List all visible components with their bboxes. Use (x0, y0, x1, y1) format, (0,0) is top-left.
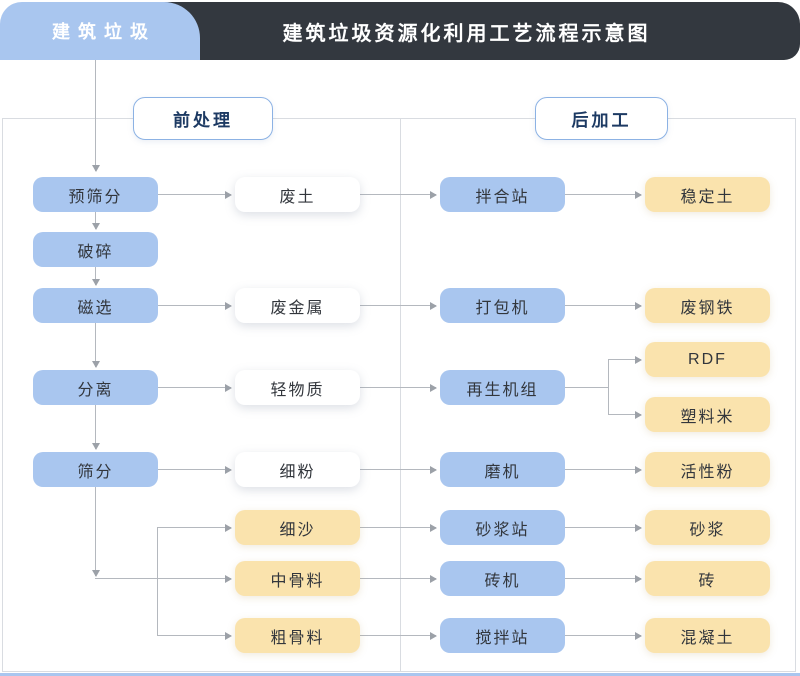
flow-connector-line (95, 578, 231, 579)
flow-connector-line (608, 414, 641, 415)
flow-node-mixing-plant: 拌合站 (440, 177, 565, 212)
arrowhead-right-icon (430, 465, 437, 474)
section-label-preprocessing: 前处理 (133, 97, 273, 140)
flow-connector-line (565, 527, 641, 528)
flow-connector-line (360, 469, 436, 470)
flow-connector-line (360, 387, 436, 388)
source-tab-construction-waste: 建筑垃圾 (0, 2, 200, 60)
flow-node-baler: 打包机 (440, 288, 565, 323)
arrowhead-down-icon (91, 570, 100, 577)
section-divider-line (400, 118, 401, 672)
flow-connector-line (95, 323, 96, 367)
flow-node-scrap-steel: 废钢铁 (645, 288, 770, 323)
flow-node-crushing: 破碎 (33, 232, 158, 267)
page-title: 建筑垃圾资源化利用工艺流程示意图 (282, 22, 651, 45)
flow-node-screening: 筛分 (33, 452, 158, 487)
bottom-accent-strip (0, 673, 800, 676)
arrowhead-right-icon (225, 301, 232, 310)
flow-node-brick-machine: 砖机 (440, 561, 565, 596)
flow-node-magnetic-separation: 磁选 (33, 288, 158, 323)
flow-node-concrete: 混凝土 (645, 618, 770, 653)
flow-connector-line (158, 305, 231, 306)
flow-connector-line (95, 405, 96, 449)
flow-connector-line (158, 387, 231, 388)
flow-connector-line (95, 267, 96, 285)
flow-connector-line (565, 194, 641, 195)
flow-node-stabilized-soil: 稳定土 (645, 177, 770, 212)
flow-connector-line (360, 194, 436, 195)
arrowhead-right-icon (430, 301, 437, 310)
arrowhead-right-icon (225, 523, 232, 532)
flow-connector-line (565, 469, 641, 470)
flow-node-brick: 砖 (645, 561, 770, 596)
flow-connector-line (95, 487, 96, 576)
flow-node-pre-screening: 预筛分 (33, 177, 158, 212)
arrowhead-down-icon (91, 443, 100, 450)
section-label-postprocessing: 后加工 (535, 97, 668, 140)
flow-connector-line (158, 194, 231, 195)
arrowhead-right-icon (635, 523, 642, 532)
flow-node-waste-soil: 废土 (235, 177, 360, 212)
arrowhead-right-icon (225, 465, 232, 474)
flow-node-active-powder: 活性粉 (645, 452, 770, 487)
arrowhead-right-icon (635, 190, 642, 199)
flow-node-mortar: 砂浆 (645, 510, 770, 545)
flow-node-light-material: 轻物质 (235, 370, 360, 405)
arrowhead-right-icon (225, 383, 232, 392)
arrowhead-right-icon (430, 190, 437, 199)
flow-connector-line (565, 578, 641, 579)
arrowhead-down-icon (91, 279, 100, 286)
arrowhead-right-icon (635, 410, 642, 419)
flow-node-fine-sand: 细沙 (235, 510, 360, 545)
flow-connector-line (565, 635, 641, 636)
flow-node-coarse-aggregate: 粗骨料 (235, 618, 360, 653)
arrowhead-right-icon (225, 631, 232, 640)
flow-node-stirring-plant: 搅拌站 (440, 618, 565, 653)
flow-node-rdf: RDF (645, 342, 770, 377)
flow-connector-line (157, 527, 231, 528)
arrowhead-right-icon (225, 190, 232, 199)
flow-connector-line (157, 527, 158, 635)
arrowhead-right-icon (635, 465, 642, 474)
arrowhead-right-icon (225, 574, 232, 583)
flow-node-fine-powder: 细粉 (235, 452, 360, 487)
flow-node-mortar-plant: 砂浆站 (440, 510, 565, 545)
diagram-frame (2, 118, 796, 672)
arrowhead-right-icon (430, 523, 437, 532)
flow-connector-line (360, 578, 436, 579)
flow-connector-line (95, 60, 96, 171)
flow-connector-line (158, 469, 231, 470)
flow-connector-line (157, 635, 231, 636)
flow-connector-line (565, 305, 641, 306)
flow-connector-line (565, 387, 608, 388)
arrowhead-right-icon (430, 631, 437, 640)
flow-connector-line (95, 212, 96, 229)
arrowhead-right-icon (635, 574, 642, 583)
arrowhead-down-icon (91, 165, 100, 172)
flow-connector-line (360, 305, 436, 306)
arrowhead-down-icon (91, 361, 100, 368)
arrowhead-right-icon (635, 355, 642, 364)
flow-node-waste-metal: 废金属 (235, 288, 360, 323)
flow-node-plastic-pellets: 塑料米 (645, 397, 770, 432)
flow-node-mill: 磨机 (440, 452, 565, 487)
flow-connector-line (360, 635, 436, 636)
flow-connector-line (608, 359, 609, 414)
arrowhead-right-icon (635, 631, 642, 640)
arrowhead-right-icon (430, 574, 437, 583)
flow-connector-line (360, 527, 436, 528)
arrowhead-right-icon (430, 383, 437, 392)
flow-node-recycling-unit: 再生机组 (440, 370, 565, 405)
arrowhead-right-icon (635, 301, 642, 310)
flow-connector-line (608, 359, 641, 360)
flow-node-separation: 分离 (33, 370, 158, 405)
arrowhead-down-icon (91, 223, 100, 230)
flow-node-medium-aggregate: 中骨料 (235, 561, 360, 596)
